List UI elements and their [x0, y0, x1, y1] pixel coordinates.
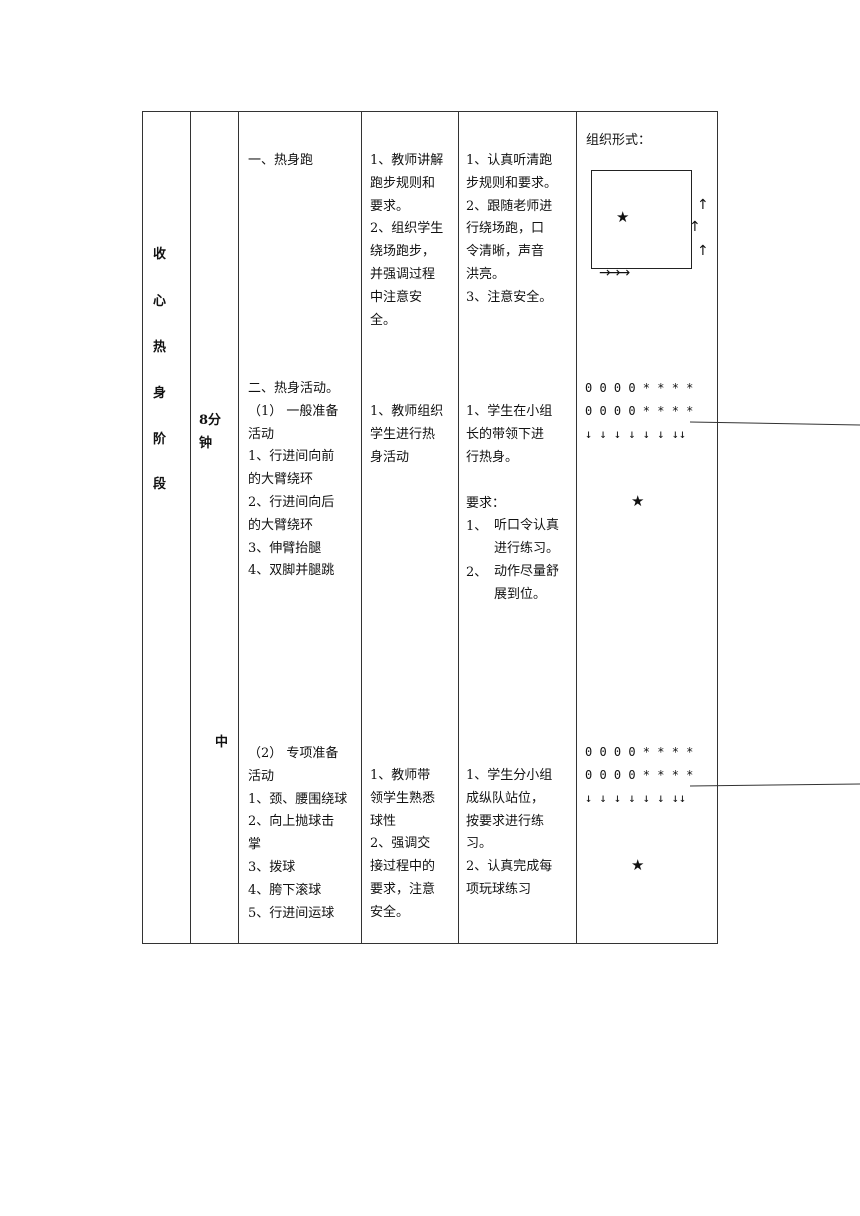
student-running: 1、认真听清跑 步规则和要求。 2、跟随老师进 行绕场跑，口 令清晰，声音 洪亮… — [466, 153, 558, 305]
organization-title: 组织形式： — [586, 133, 652, 148]
formation-row: 0 0 0 0 * * * * — [585, 381, 694, 395]
content-running: 一、热身跑 — [248, 153, 314, 168]
teacher-general: 1、教师组织 学生进行热 身活动 — [370, 404, 444, 465]
teacher-star-icon: ★ — [616, 208, 630, 226]
arrow-up-icon: ↑ — [689, 219, 701, 235]
student-general: 1、学生在小组 长的带领下进 行热身。 — [466, 404, 553, 465]
teacher-special: 1、教师带 领学生熟悉 球性 2、强调交 接过程中的 要求，注意 安全。 — [370, 768, 436, 920]
stage-label-char: 热 — [153, 340, 167, 355]
content-general: 二、热身活动。 （1） 一般准备 活动 1、行进间向前 的大臂绕环 2、行进间向… — [248, 381, 340, 579]
requirement-number: 2、 — [466, 565, 488, 580]
formation-row: 0 0 0 0 * * * * — [585, 745, 694, 759]
column-divider — [238, 111, 239, 944]
student-special: 1、学生分小组 成纵队站位， 按要求进行练 习。 2、认真完成每 项玩球练习 — [466, 768, 553, 897]
requirement-text: 听口令认真 进行练习。 — [494, 518, 560, 556]
column-divider — [576, 111, 577, 944]
time-label: 8分 钟 — [199, 413, 222, 451]
arrow-up-icon: ↑ — [697, 243, 709, 259]
stage-label-char: 收 — [153, 247, 167, 262]
teacher-running: 1、教师讲解 跑步规则和 要求。 2、组织学生 绕场跑步， 并强调过程 中注意安… — [370, 153, 444, 328]
column-divider — [458, 111, 459, 944]
lesson-table — [142, 111, 718, 944]
formation-arrows: ↓ ↓ ↓ ↓ ↓ ↓ ↓↓ — [585, 427, 687, 441]
stage-label-char: 心 — [153, 294, 167, 309]
stage-label-char: 身 — [153, 386, 167, 401]
column-divider — [190, 111, 191, 944]
content-special: （2） 专项准备 活动 1、颈、腰围绕球 2、向上抛球击 掌 3、拨球 4、胯下… — [248, 746, 348, 921]
divider-line — [690, 421, 860, 426]
stage-label-char: 阶 — [153, 432, 167, 447]
arrow-up-icon: ↑ — [697, 197, 709, 213]
requirement-text: 动作尽量舒 展到位。 — [494, 564, 560, 602]
column-divider — [361, 111, 362, 944]
teacher-star-icon: ★ — [631, 492, 645, 510]
intensity-label: 中 — [215, 735, 229, 750]
stage-label-char: 段 — [153, 477, 167, 492]
requirements-title: 要求： — [466, 496, 506, 511]
teacher-star-icon: ★ — [631, 856, 645, 874]
requirement-number: 1、 — [466, 519, 488, 534]
divider-line — [690, 783, 860, 787]
track-field-diagram — [591, 170, 692, 269]
formation-row: 0 0 0 0 * * * * — [585, 404, 694, 418]
formation-arrows: ↓ ↓ ↓ ↓ ↓ ↓ ↓↓ — [585, 791, 687, 805]
formation-row: 0 0 0 0 * * * * — [585, 768, 694, 782]
arrow-right-icon: →→→ — [599, 265, 630, 281]
